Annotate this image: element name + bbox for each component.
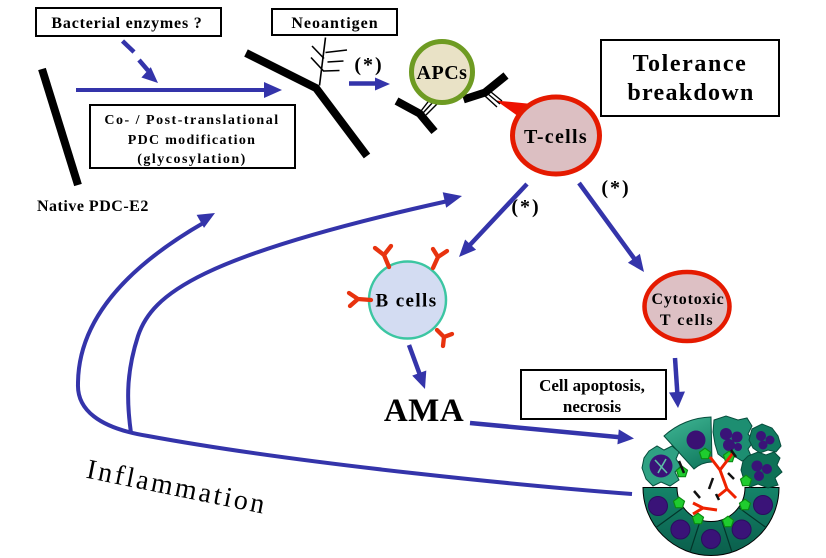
svg-text:Inflammation: Inflammation bbox=[84, 454, 270, 521]
svg-text:Co- / Post-translational: Co- / Post-translational bbox=[104, 113, 279, 128]
svg-text:T cells: T cells bbox=[660, 312, 714, 329]
svg-text:Cell apoptosis,: Cell apoptosis, bbox=[539, 376, 645, 395]
svg-text:(*): (*) bbox=[354, 54, 383, 76]
svg-text:Neoantigen: Neoantigen bbox=[291, 15, 378, 32]
svg-text:necrosis: necrosis bbox=[563, 397, 622, 416]
svg-text:APCs: APCs bbox=[417, 62, 468, 84]
svg-text:Bacterial enzymes ?: Bacterial enzymes ? bbox=[51, 15, 202, 32]
svg-text:PDC modification: PDC modification bbox=[128, 133, 257, 148]
svg-text:AMA: AMA bbox=[384, 393, 464, 429]
svg-text:(*): (*) bbox=[601, 177, 630, 199]
svg-text:Native PDC-E2: Native PDC-E2 bbox=[37, 198, 149, 215]
svg-text:(glycosylation): (glycosylation) bbox=[137, 152, 247, 167]
svg-text:Cytotoxic: Cytotoxic bbox=[652, 291, 725, 308]
svg-text:(*): (*) bbox=[511, 196, 540, 218]
svg-text:Tolerance: Tolerance bbox=[633, 51, 748, 77]
svg-text:breakdown: breakdown bbox=[627, 80, 754, 106]
svg-text:T-cells: T-cells bbox=[524, 126, 588, 148]
svg-text:B cells: B cells bbox=[375, 291, 437, 312]
